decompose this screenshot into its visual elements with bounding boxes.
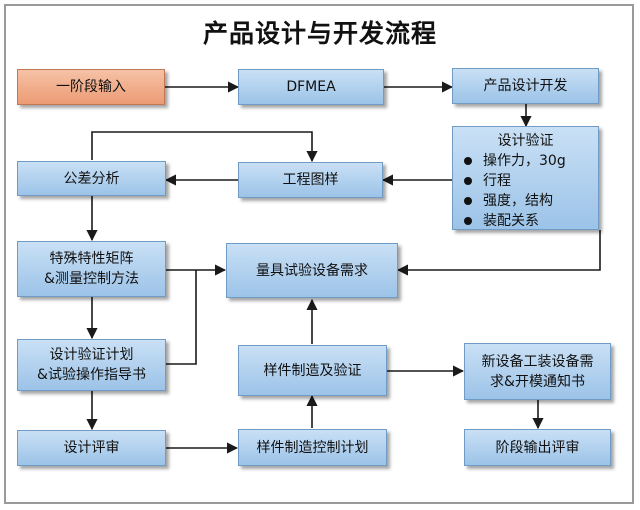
- node-new-equipment-line1: 新设备工装设备需: [481, 353, 594, 370]
- design-verify-list: 操作力，30g 行程 强度，结构 装配关系: [461, 151, 598, 231]
- diagram-title: 产品设计与开发流程: [202, 19, 437, 48]
- node-stage-input-label: 一阶段输入: [56, 79, 126, 95]
- design-verify-item: 强度，结构: [461, 191, 598, 211]
- node-sample-verification: 样件制造及验证: [238, 345, 387, 396]
- node-product-dev: 产品设计开发: [452, 68, 599, 104]
- design-verify-item: 操作力，30g: [461, 151, 598, 171]
- node-dv-plan: 设计验证计划 &试验操作指导书: [17, 339, 166, 391]
- node-sample-control-plan-label: 样件制造控制计划: [256, 439, 369, 456]
- node-new-equipment: 新设备工装设备需 求&开模通知书: [464, 343, 611, 400]
- design-verify-item: 行程: [461, 171, 598, 191]
- arrow-dvplan-to-gauge: [166, 270, 197, 365]
- node-dfmea: DFMEA: [238, 69, 384, 105]
- node-design-review: 设计评审: [17, 430, 166, 466]
- design-verify-item: 装配关系: [461, 211, 598, 231]
- node-stage-output-review-label: 阶段输出评审: [495, 439, 580, 456]
- node-stage-input: 一阶段输入: [17, 69, 165, 105]
- node-special-characteristics: 特殊特性矩阵 &测量控制方法: [17, 241, 166, 297]
- node-stage-output-review: 阶段输出评审: [464, 429, 611, 466]
- node-dv-plan-line1: 设计验证计划: [49, 347, 134, 363]
- node-sample-control-plan: 样件制造控制计划: [238, 429, 387, 466]
- node-dfmea-label: DFMEA: [286, 79, 336, 95]
- node-gauge-requirements: 量具试验设备需求: [226, 243, 398, 298]
- node-design-verify-title: 设计验证: [497, 133, 554, 149]
- node-sample-verification-label: 样件制造及验证: [263, 362, 362, 379]
- node-special-characteristics-line2: &测量控制方法: [44, 271, 139, 287]
- node-tolerance-analysis: 公差分析: [17, 161, 166, 196]
- node-engineering-drawing: 工程图样: [238, 162, 383, 198]
- node-design-review-label: 设计评审: [63, 440, 120, 456]
- node-product-dev-label: 产品设计开发: [483, 78, 568, 94]
- node-special-characteristics-line1: 特殊特性矩阵: [49, 251, 134, 267]
- node-gauge-requirements-label: 量具试验设备需求: [256, 262, 368, 279]
- node-new-equipment-line2: 求&开模通知书: [490, 373, 585, 390]
- node-tolerance-analysis-label: 公差分析: [63, 170, 120, 187]
- node-design-verify: 设计验证 操作力，30g 行程 强度，结构 装配关系: [452, 126, 599, 230]
- node-engineering-drawing-label: 工程图样: [282, 172, 339, 188]
- arrow-loop-to-drawing: [91, 131, 318, 163]
- node-dv-plan-line2: &试验操作指导书: [37, 367, 146, 383]
- arrow-verify-to-gauge: [396, 230, 601, 276]
